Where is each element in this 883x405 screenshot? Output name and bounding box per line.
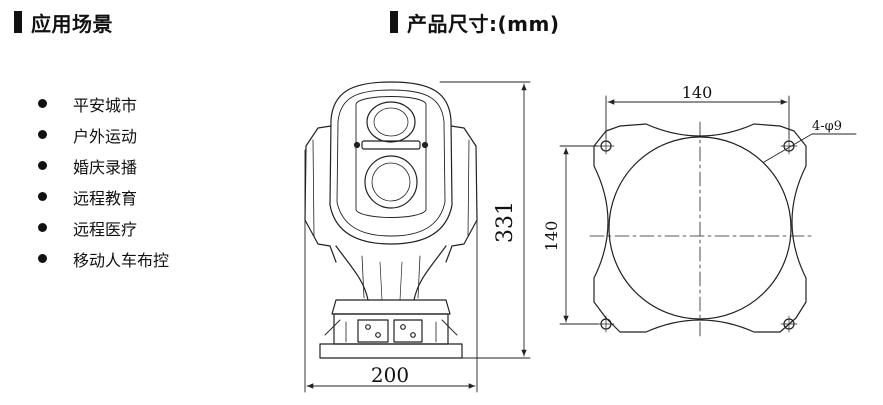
dimensions-header: 产品尺寸:(mm) — [390, 8, 559, 36]
bullet-icon — [38, 192, 47, 201]
base-height-label: 140 — [542, 221, 561, 252]
list-item-label: 平安城市 — [73, 95, 138, 115]
bullet-icon — [38, 254, 47, 263]
dimensions-title: 产品尺寸:(mm) — [407, 11, 560, 36]
base-width-dimension — [605, 95, 790, 139]
list-item-label: 婚庆录播 — [73, 157, 138, 177]
height-dimension — [439, 81, 531, 359]
hole-label: 4-φ9 — [812, 119, 842, 134]
base-plate-view — [589, 121, 813, 337]
width-label: 200 — [371, 363, 409, 387]
base-height-dimension — [559, 145, 599, 325]
bullet-icon — [38, 99, 47, 108]
applications-list: 平安城市 户外运动 婚庆录播 远程教育 远程医疗 移动人车布控 — [38, 88, 169, 274]
bullet-icon — [38, 161, 47, 170]
width-dimension — [304, 149, 478, 393]
list-item: 移动人车布控 — [38, 243, 169, 274]
bullet-icon — [38, 130, 47, 139]
list-item-label: 远程教育 — [73, 188, 138, 208]
mounting-holes — [597, 137, 798, 333]
list-item-label: 移动人车布控 — [73, 250, 170, 270]
camera-front-view — [304, 81, 478, 359]
base-width-label: 140 — [682, 83, 713, 102]
list-item: 平安城市 — [38, 88, 169, 119]
list-item-label: 户外运动 — [73, 126, 138, 146]
applications-title: 应用场景 — [31, 11, 113, 36]
list-item-label: 远程医疗 — [73, 219, 138, 239]
header-bar-icon — [14, 11, 22, 33]
header-bar-icon — [390, 11, 398, 33]
list-item: 婚庆录播 — [38, 150, 169, 181]
hole-leader — [763, 133, 857, 163]
list-item: 远程教育 — [38, 181, 169, 212]
applications-header: 应用场景 — [14, 8, 113, 36]
list-item: 远程医疗 — [38, 212, 169, 243]
list-item: 户外运动 — [38, 119, 169, 150]
height-label: 331 — [493, 201, 518, 243]
bullet-icon — [38, 223, 47, 232]
